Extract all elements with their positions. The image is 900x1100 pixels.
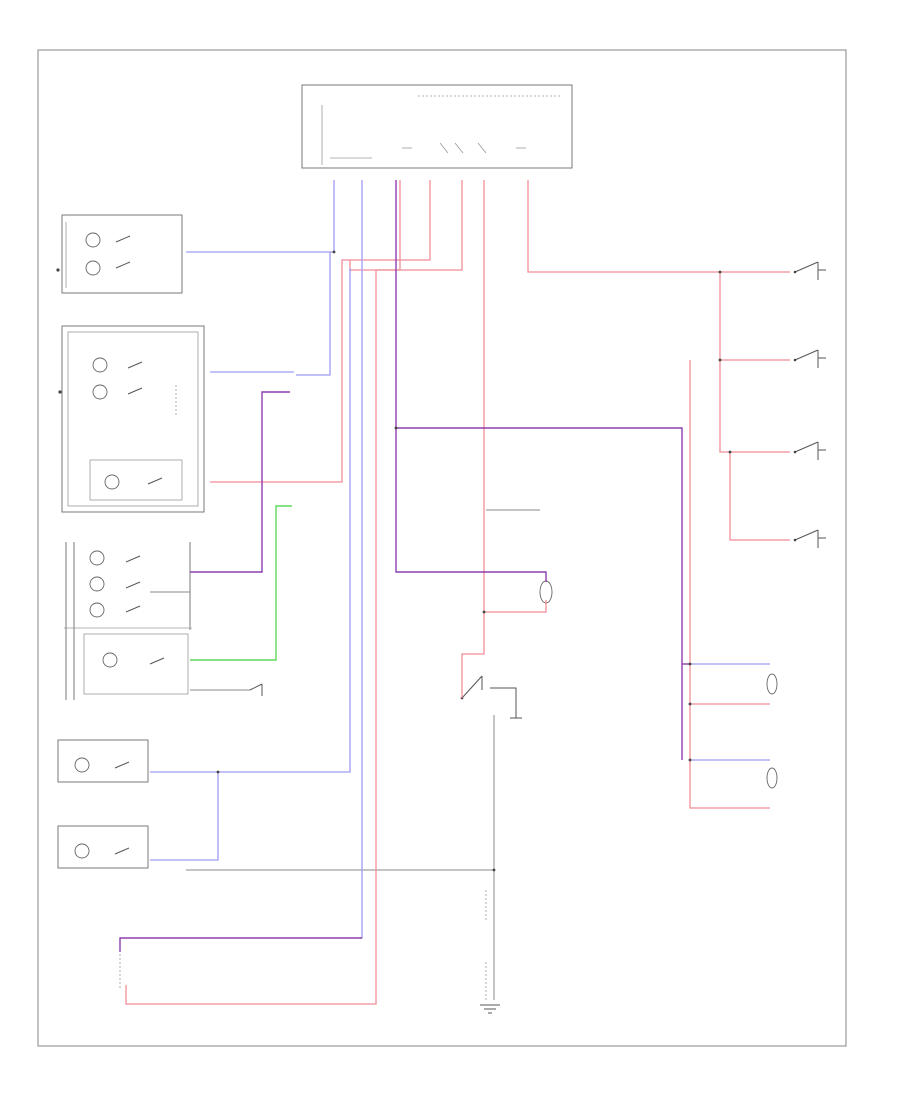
switch-icon xyxy=(114,847,130,855)
switch-icon xyxy=(794,349,826,368)
wire-map-rear xyxy=(210,180,463,483)
luggage-compartment-switch xyxy=(460,675,522,719)
trunk-light xyxy=(249,683,263,696)
switch-icon xyxy=(147,477,163,485)
map-light-rear xyxy=(58,325,205,513)
vanity-mirror-light-right xyxy=(57,739,149,783)
wire-vanity-right xyxy=(150,268,351,773)
wires xyxy=(119,180,790,1005)
switch-icon xyxy=(794,261,826,280)
lamp-icon xyxy=(89,602,105,618)
lamp-icon xyxy=(74,757,90,773)
wire-rear-conn-purple xyxy=(119,937,362,952)
glove-box-light xyxy=(539,580,553,604)
wire-rr-door xyxy=(729,452,790,541)
wire-footwell-return xyxy=(689,360,770,809)
wire-rear-connector xyxy=(125,180,401,1005)
door-jamb-switch-lf xyxy=(793,261,826,280)
diagram-frame xyxy=(37,49,847,1047)
lamp-icon xyxy=(74,843,90,859)
control-module-icon xyxy=(301,84,573,169)
switch-icon xyxy=(794,441,826,460)
switch-icon xyxy=(127,361,143,395)
lamp-icon xyxy=(85,232,101,248)
wire-vanity-feed xyxy=(360,180,363,939)
map-light-front xyxy=(56,214,183,294)
footwell-light-left xyxy=(766,673,778,695)
wire-dome-rear-green xyxy=(190,505,292,661)
footwell-light-right xyxy=(766,767,778,789)
central-processing-unit xyxy=(301,84,573,169)
ground-icon xyxy=(480,1004,500,1014)
switch-icon xyxy=(249,683,263,696)
lamp-icon xyxy=(85,260,101,276)
switch-icon xyxy=(149,657,165,665)
lamp-icon xyxy=(539,580,553,604)
wire-lf-door xyxy=(527,180,790,273)
vanity-mirror-light-left xyxy=(57,825,149,869)
wire-map-rear-b xyxy=(350,180,431,261)
switch-icon xyxy=(114,761,130,769)
door-jamb-switch-rf xyxy=(793,349,826,368)
switch-icon xyxy=(461,675,522,719)
dome-light-front xyxy=(64,542,192,700)
lamp-icon xyxy=(89,550,105,566)
wire-glove-purple xyxy=(395,180,547,582)
wire-glove-feed xyxy=(484,600,547,613)
dome-light-rear xyxy=(83,633,189,695)
lamp-icon xyxy=(89,576,105,592)
door-jamb-switch-rr xyxy=(793,529,826,548)
lamp-icon xyxy=(102,652,118,668)
lamp-icon xyxy=(104,474,120,490)
wire-dome-purple xyxy=(190,391,290,573)
wire-map-front xyxy=(186,180,335,253)
door-jamb-switch-lr xyxy=(793,441,826,460)
lamp-icon xyxy=(766,767,778,789)
lamp-icon xyxy=(766,673,778,695)
switch-icon xyxy=(115,235,131,269)
switch-icon xyxy=(125,555,141,613)
wire-rf-door xyxy=(719,272,790,361)
wire-lr-door xyxy=(719,360,790,453)
wire-footwell-purple xyxy=(396,427,683,760)
wire-luggage-feed xyxy=(461,180,485,698)
switch-icon xyxy=(794,529,826,548)
lamp-icon xyxy=(92,384,108,400)
wire-vanity-left xyxy=(150,772,219,861)
ground-point xyxy=(480,890,500,1014)
wire-map-rear-sw xyxy=(210,252,331,376)
lamp-icon xyxy=(92,357,108,373)
